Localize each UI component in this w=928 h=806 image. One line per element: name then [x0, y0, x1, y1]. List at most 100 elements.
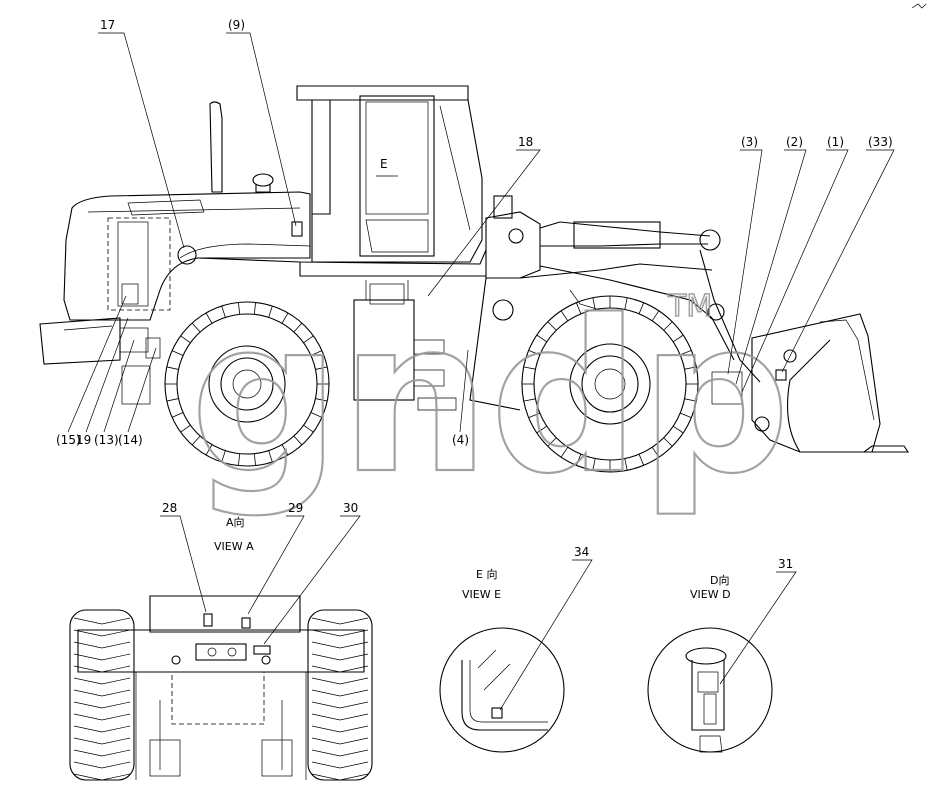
rear-tyre-lug: [311, 701, 369, 709]
rear-tyre-lug: [73, 761, 131, 769]
tyre-lug: [221, 450, 226, 463]
tyre-lug: [536, 425, 548, 434]
rear-tyre-lug: [73, 689, 131, 697]
callout-2: (2): [786, 135, 803, 149]
tyre-lug: [253, 302, 256, 315]
tyre-lug: [191, 322, 201, 333]
tyre-lug: [180, 424, 191, 433]
callout-14: (14): [118, 433, 143, 447]
rear-tyre-lug: [73, 701, 131, 709]
tyre-lug: [180, 335, 191, 344]
tyre-lug: [624, 458, 628, 471]
rear-tyre-lug: [73, 773, 131, 781]
tyre-lug: [303, 335, 314, 344]
callout-17: 17: [100, 18, 115, 32]
callout-13: (13): [94, 433, 119, 447]
tyre-lug: [171, 412, 184, 418]
tyre-lug: [303, 424, 314, 433]
callout-18: 18: [518, 135, 533, 149]
tyre-lug: [651, 446, 660, 458]
callout-1: (1): [827, 135, 844, 149]
rear-tyre-lug: [73, 749, 131, 757]
rear-tyre-lug: [73, 629, 131, 637]
rear-tyre-lug: [73, 737, 131, 745]
view-e-title-cn: E 向: [476, 567, 497, 581]
callout-30: 30: [343, 501, 358, 515]
view-a-rear: A向 VIEW A 28 29 30: [69, 501, 373, 781]
rear-tyre-lug: [311, 773, 369, 781]
rear-tyre-lug: [311, 677, 369, 685]
watermark-text: gndp: [190, 275, 790, 520]
callout-29: 29: [288, 501, 303, 515]
rear-tyre-lug: [311, 725, 369, 733]
rear-tyre-lug: [73, 713, 131, 721]
view-e-detail: E 向 VIEW E 34: [439, 545, 593, 753]
tyre-lug: [547, 437, 557, 447]
tyre-lug: [663, 437, 673, 447]
tyre-lug: [523, 366, 536, 370]
tyre-lug: [310, 350, 323, 356]
tyre-lug: [592, 297, 596, 310]
rear-tyre-lug: [311, 761, 369, 769]
rear-tyre-lug: [73, 617, 131, 625]
tyre-lug: [253, 453, 256, 466]
tyre-lug: [663, 321, 673, 331]
callout-15: (15): [56, 433, 81, 447]
tyre-lug: [166, 366, 179, 370]
tyre-lug: [624, 297, 628, 310]
tyre-lug: [575, 454, 582, 466]
tyre-lug: [684, 366, 697, 370]
tyre-lug: [191, 435, 201, 446]
callout-34: 34: [574, 545, 589, 559]
tyre-lug: [638, 454, 645, 466]
rear-tyre-lug: [311, 641, 369, 649]
tyre-lug: [221, 305, 226, 318]
callout-3: (3): [741, 135, 758, 149]
tyre-lug: [238, 453, 241, 466]
tyre-lug: [684, 398, 697, 402]
rear-tyre-lug: [311, 689, 369, 697]
rear-tyre-lug: [311, 629, 369, 637]
rear-tyre-treads: [73, 617, 369, 781]
tyre-lug: [638, 302, 645, 314]
tyre-lug: [523, 398, 536, 402]
rear-tyre-lug: [73, 641, 131, 649]
rear-tyre-lug: [73, 677, 131, 685]
tyre-lug: [528, 349, 540, 356]
view-a-title-cn: A向: [226, 515, 245, 529]
tyre-lug: [560, 310, 569, 322]
view-d-title-cn: D向: [710, 573, 729, 587]
rear-tyre-lug: [311, 653, 369, 661]
tyre-lug: [293, 322, 303, 333]
watermark: gndp TM: [189, 274, 792, 521]
tyre-lug: [560, 446, 569, 458]
view-d-detail: D向 VIEW D 31: [647, 557, 797, 753]
rear-tyre-lug: [311, 713, 369, 721]
rear-tyre-lug: [73, 665, 131, 673]
callout-33: (33): [868, 135, 893, 149]
callout-4: (4): [452, 433, 469, 447]
watermark-trademark: TM: [667, 289, 712, 324]
main-view-callouts: 17 (9) 18 (3) (2) (1) (33) (15) 19 (13) …: [56, 18, 895, 447]
tyre-lug: [268, 450, 273, 463]
tyre-lug: [672, 334, 684, 343]
view-e-title-en: VIEW E: [462, 588, 501, 601]
rear-tyre-lug: [73, 653, 131, 661]
tyre-lug: [268, 305, 273, 318]
view-d-title-en: VIEW D: [690, 588, 731, 601]
tyre-lug: [651, 310, 660, 322]
tyre-lug: [536, 334, 548, 343]
tyre-lug: [238, 302, 241, 315]
callout-9: (9): [228, 18, 245, 32]
tyre-lug: [680, 412, 692, 419]
callout-19: 19: [76, 433, 91, 447]
rear-tyre-lug: [311, 749, 369, 757]
callout-31: 31: [778, 557, 793, 571]
view-a-title-en: VIEW A: [214, 540, 254, 553]
tyre-lug: [281, 312, 289, 324]
tyre-lug: [680, 349, 692, 356]
tyre-lug: [310, 412, 323, 418]
rear-tyre-lug: [311, 737, 369, 745]
tyre-lug: [528, 412, 540, 419]
